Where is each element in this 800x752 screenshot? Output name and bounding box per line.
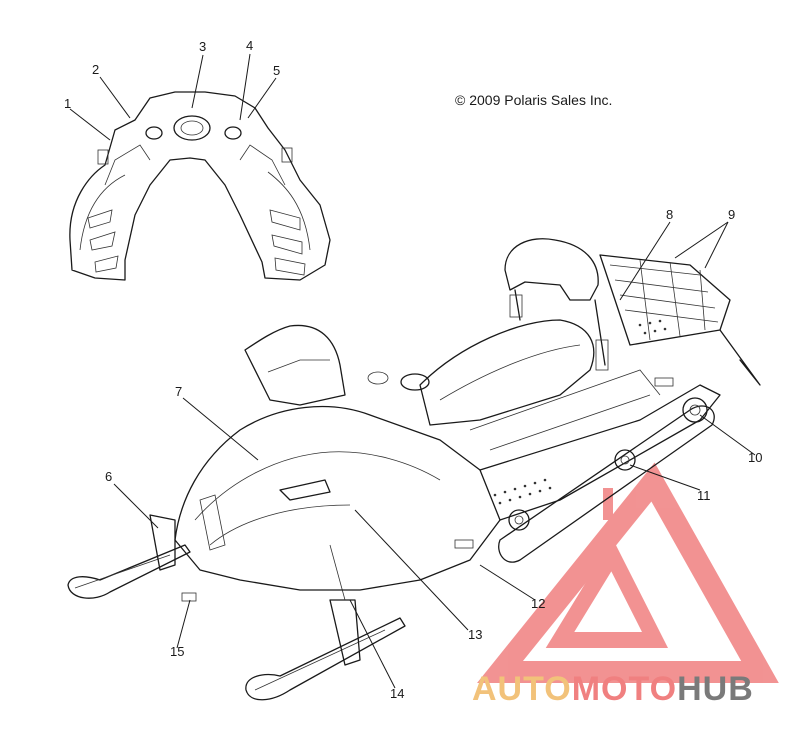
watermark-logo	[477, 462, 779, 683]
callout-3: 3	[199, 39, 206, 54]
callout-labels: 1 2 3 4 5 6 7 8 9 10 11 12 13 14 15	[64, 38, 762, 701]
callout-12: 12	[531, 596, 545, 611]
leader-lines	[69, 53, 756, 689]
callout-14: 14	[390, 686, 404, 701]
hood-part	[69, 91, 331, 281]
callout-11: 11	[697, 488, 711, 503]
callout-15: 15	[170, 644, 184, 659]
callout-1: 1	[64, 96, 71, 111]
wordmark-hub: HUB	[677, 670, 754, 708]
watermark-wordmark: AUTOMOTOHUB	[472, 670, 754, 708]
wordmark-moto: MOTO	[572, 670, 677, 708]
wordmark-auto: AUTO	[472, 670, 572, 708]
callout-4: 4	[246, 38, 253, 53]
callout-9: 9	[728, 207, 735, 222]
callout-10: 10	[748, 450, 762, 465]
callout-2: 2	[92, 62, 99, 77]
callout-6: 6	[105, 469, 112, 484]
svg-text:AUTOMOTOHUB: AUTOMOTOHUB	[472, 670, 754, 708]
callout-8: 8	[666, 207, 673, 222]
copyright-text: © 2009 Polaris Sales Inc.	[455, 92, 612, 108]
callout-7: 7	[175, 384, 182, 399]
callout-13: 13	[468, 627, 482, 642]
callout-5: 5	[273, 63, 280, 78]
snowmobile-body	[67, 238, 761, 701]
